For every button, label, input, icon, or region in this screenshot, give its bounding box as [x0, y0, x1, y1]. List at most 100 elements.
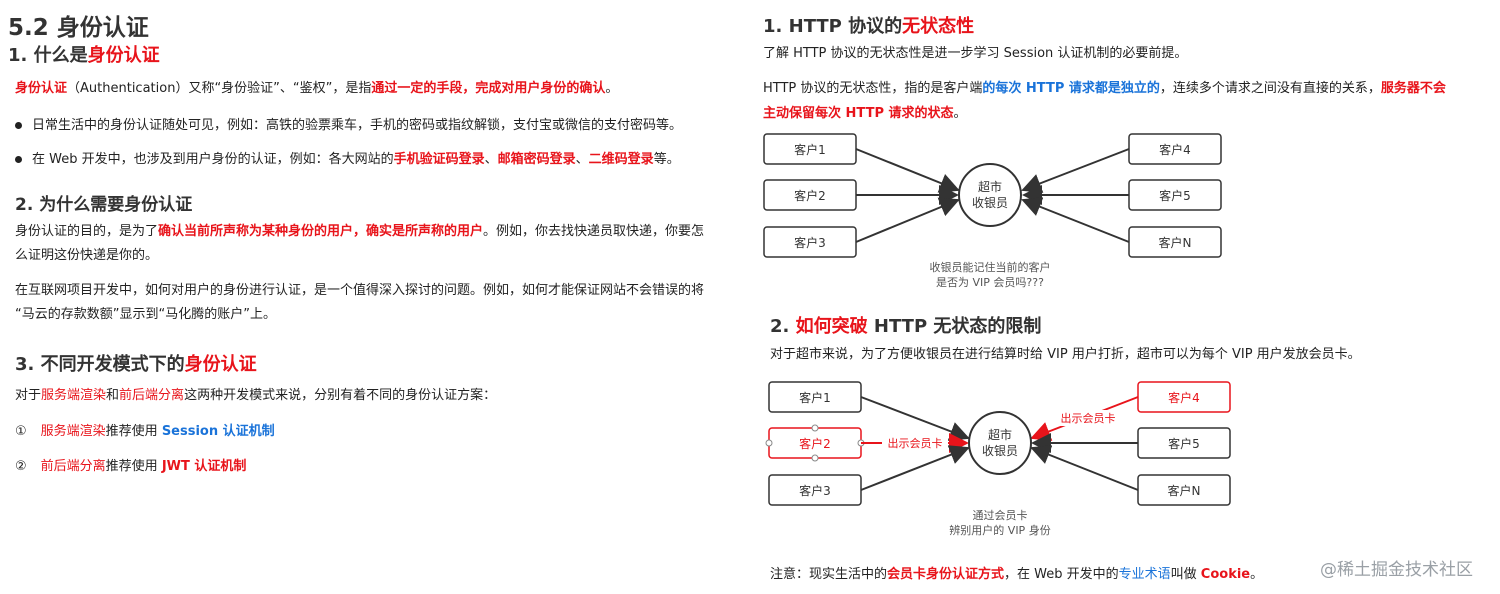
show-card-label: 出示会员卡: [1061, 411, 1116, 425]
http-stateless-heading: 1. HTTP 协议的无状态性: [763, 12, 974, 38]
text: ，连续多个请求之间没有直接的关系，: [1159, 81, 1381, 96]
http-intro: 了解 HTTP 协议的无状态性是进一步学习 Session 认证机制的必要前提。: [763, 46, 1188, 61]
client-label: 客户2: [799, 436, 831, 451]
handle-dot: [811, 424, 819, 432]
highlight: 服务器不会: [1380, 81, 1446, 96]
highlight: 手机验证码登录: [393, 152, 485, 167]
diagram-caption: 收银员能记住当前的客户: [930, 260, 1051, 274]
diagram-caption: 通过会员卡: [973, 509, 1028, 522]
text: 身份认证的目的，是为了: [15, 224, 159, 239]
client-label: 客户4: [1159, 142, 1191, 157]
session-mechanism: Session 认证机制: [161, 424, 275, 439]
text: 对于: [15, 388, 42, 403]
vip-card-paragraph: 对于超市来说，为了方便收银员在进行结算时给 VIP 用户打折，超市可以为每个 V…: [770, 347, 1361, 362]
client-label: 客户3: [799, 483, 831, 498]
arrow: [1021, 197, 1130, 243]
text: 、: [575, 152, 589, 167]
highlight: 的每次 HTTP 请求都是独立的: [982, 81, 1160, 96]
text: 推荐使用: [105, 459, 162, 474]
stateless-diagram: 客户1 客户2 客户3 客户4 客户5 客户N 超市 收银员 收银员能记住当前的…: [763, 133, 1222, 289]
highlight: 服务端渲染: [41, 388, 107, 403]
purpose-paragraph-line2: 么证明这份快递是你的。: [15, 248, 159, 263]
highlight: 专业术语: [1118, 567, 1171, 582]
arrow: [1030, 445, 1139, 491]
watermark: @稀土掘金技术社区: [1320, 560, 1473, 580]
diagram-caption: 是否为 VIP 会员吗???: [936, 276, 1044, 289]
cookie-note: 注意：现实生活中的会员卡身份认证方式，在 Web 开发中的专业术语叫做 Cook…: [770, 563, 1263, 582]
heading-text: 2.: [770, 316, 796, 337]
http-paragraph-line2: 主动保留每次 HTTP 请求的状态。: [763, 102, 967, 121]
heading-highlight: 身份认证: [184, 354, 257, 375]
text: 。: [1250, 567, 1264, 582]
client-label: 客户N: [1168, 483, 1201, 498]
left-clients: 客户1 客户2 客户3: [763, 133, 857, 258]
client-label: 客户4: [1168, 390, 1200, 405]
text: 推荐使用: [105, 424, 162, 439]
highlight: 通过一定的手段，完成对用户身份的确认: [371, 81, 606, 96]
section-3-heading: 3. 不同开发模式下的身份认证: [15, 350, 257, 376]
bullet-icon: [15, 122, 22, 129]
arrow: [855, 148, 960, 193]
handle-dot: [765, 439, 773, 447]
right-clients: 客户4 客户5 客户N: [1137, 381, 1231, 506]
cashier-label: 收银员: [972, 196, 1008, 210]
client-label: 客户N: [1159, 235, 1192, 250]
text: 和: [106, 388, 120, 403]
highlight: 服务端渲染: [40, 424, 106, 439]
section-1-heading: 1. 什么是身份认证: [8, 41, 160, 67]
heading-highlight: 身份认证: [87, 45, 160, 66]
show-card-label: 出示会员卡: [888, 436, 943, 450]
break-stateless-heading: 2. 如何突破 HTTP 无状态的限制: [770, 312, 1041, 338]
highlight: 邮箱密码登录: [497, 152, 576, 167]
arrow: [860, 445, 970, 491]
cashier-label: 收银员: [982, 444, 1018, 458]
http-paragraph-line1: HTTP 协议的无状态性，指的是客户端的每次 HTTP 请求都是独立的，连续多个…: [763, 77, 1446, 96]
heading-text: 1. HTTP 协议的: [763, 16, 903, 37]
internet-paragraph-line2: “马云的存款数额”显示到“马化腾的账户”上。: [15, 307, 276, 322]
bullet-item-web-dev: 在 Web 开发中，也涉及到用户身份的认证，例如：各大网站的手机验证码登录、邮箱…: [15, 148, 680, 167]
highlight: 主动保留每次 HTTP 请求的状态: [763, 106, 954, 121]
heading-text: 1. 什么是: [8, 45, 88, 66]
cashier-label: 超市: [978, 179, 1002, 194]
client-label: 客户2: [794, 188, 826, 203]
text: 等。: [653, 152, 680, 167]
page-title: 5.2 身份认证: [8, 15, 149, 41]
arrows: [855, 148, 1130, 243]
text: 。: [953, 106, 967, 121]
text: 这两种开发模式来说，分别有着不同的身份认证方案：: [184, 388, 497, 403]
heading-highlight: 如何突破: [795, 316, 868, 337]
cashier-circle: [968, 411, 1032, 475]
client-label: 客户1: [799, 390, 831, 405]
bullet-item-daily-life: 日常生活中的身份认证随处可见，例如：高铁的验票乘车，手机的密码或指纹解锁，支付宝…: [15, 114, 682, 133]
list-item-separation: ② 前后端分离推荐使用 JWT 认证机制: [15, 455, 246, 474]
definition-paragraph: 身份认证（Authentication）又称“身份验证”、“鉴权”，是指通过一定…: [15, 77, 618, 96]
bullet-icon: [15, 156, 22, 163]
text: HTTP 协议的无状态性，指的是客户端: [763, 81, 983, 96]
label-bg: [882, 435, 948, 451]
client-label: 客户5: [1168, 436, 1200, 451]
bullet-text: 日常生活中的身份认证随处可见，例如：高铁的验票乘车，手机的密码或指纹解锁，支付宝…: [32, 118, 683, 133]
arrow: [855, 197, 960, 243]
highlight: 前后端分离: [40, 459, 106, 474]
cashier-label: 超市: [988, 427, 1012, 442]
text: 。例如，你去找快递员取快递，你要怎: [483, 224, 705, 239]
highlight: 二维码登录: [588, 152, 654, 167]
client-label: 客户1: [794, 142, 826, 157]
jwt-mechanism: JWT 认证机制: [161, 459, 247, 474]
heading-text: 3. 不同开发模式下的: [15, 354, 185, 375]
term: 身份认证: [15, 81, 68, 96]
text: ，在 Web 开发中的: [1004, 567, 1119, 582]
section-2-heading: 2. 为什么需要身份认证: [15, 195, 193, 215]
diagram-caption: 辨别用户的 VIP 身份: [949, 523, 1050, 537]
text: 注意：现实生活中的: [770, 567, 888, 582]
heading-text: HTTP 无状态的限制: [867, 316, 1042, 337]
handle-dot: [811, 454, 819, 462]
member-card-diagram: 客户1 客户2 客户3 客户4 客户5 客户N 出示会员卡 出示会员卡 超市 收…: [765, 381, 1231, 537]
arrow: [860, 396, 970, 441]
cashier-circle: [958, 163, 1022, 227]
text: 、: [484, 152, 498, 167]
list-number: ②: [15, 459, 27, 474]
cookie-term: Cookie: [1200, 567, 1251, 582]
text: 叫做: [1170, 567, 1201, 582]
